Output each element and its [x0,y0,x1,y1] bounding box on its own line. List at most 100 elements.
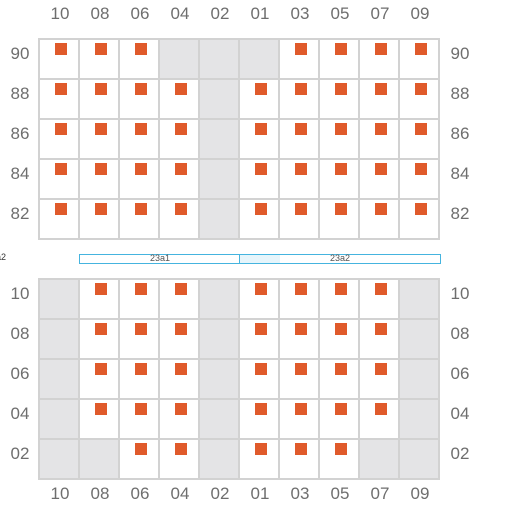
row-label: 04 [450,404,470,423]
unavailable-slot [200,120,240,160]
unavailable-slot [200,400,240,440]
occupied-slot[interactable] [360,120,400,160]
occupied-slot[interactable] [240,440,280,480]
occupied-slot[interactable] [160,280,200,320]
occupied-slot[interactable] [240,320,280,360]
occupied-slot[interactable] [160,360,200,400]
occupied-slot[interactable] [280,440,320,480]
occupied-slot[interactable] [280,160,320,200]
occupied-marker-icon [415,163,427,175]
occupied-slot[interactable] [120,40,160,80]
occupied-marker-icon [335,43,347,55]
occupied-slot[interactable] [240,120,280,160]
occupied-slot[interactable] [160,120,200,160]
occupied-slot[interactable] [280,360,320,400]
occupied-slot[interactable] [120,320,160,360]
occupied-slot[interactable] [160,400,200,440]
occupied-slot[interactable] [400,160,440,200]
occupied-slot[interactable] [160,160,200,200]
column-label: 02 [210,484,230,503]
occupied-marker-icon [135,163,147,175]
occupied-slot[interactable] [320,280,360,320]
column-label: 02 [210,4,230,23]
occupied-slot[interactable] [400,200,440,240]
occupied-slot[interactable] [280,400,320,440]
occupied-slot[interactable] [120,280,160,320]
occupied-slot[interactable] [40,40,80,80]
occupied-slot[interactable] [80,280,120,320]
occupied-slot[interactable] [160,80,200,120]
occupied-slot[interactable] [360,40,400,80]
occupied-slot[interactable] [160,200,200,240]
occupied-slot[interactable] [280,80,320,120]
occupied-marker-icon [255,363,267,375]
occupied-slot[interactable] [280,120,320,160]
occupied-slot[interactable] [360,160,400,200]
occupied-slot[interactable] [80,320,120,360]
occupied-slot[interactable] [240,280,280,320]
occupied-slot[interactable] [80,80,120,120]
row-label: 88 [10,84,30,103]
occupied-slot[interactable] [240,160,280,200]
occupied-slot[interactable] [80,400,120,440]
occupied-slot[interactable] [80,200,120,240]
occupied-slot[interactable] [120,160,160,200]
occupied-slot[interactable] [320,360,360,400]
occupied-slot[interactable] [280,280,320,320]
occupied-slot[interactable] [320,400,360,440]
occupied-slot[interactable] [80,360,120,400]
occupied-slot[interactable] [240,400,280,440]
occupied-slot[interactable] [160,440,200,480]
occupied-slot[interactable] [40,160,80,200]
occupied-slot[interactable] [240,80,280,120]
occupied-slot[interactable] [360,320,400,360]
occupied-marker-icon [375,323,387,335]
occupied-slot[interactable] [40,200,80,240]
occupied-marker-icon [55,203,67,215]
occupied-slot[interactable] [360,80,400,120]
occupied-slot[interactable] [320,120,360,160]
occupied-marker-icon [415,203,427,215]
occupied-slot[interactable] [320,320,360,360]
occupied-slot[interactable] [320,40,360,80]
occupied-slot[interactable] [360,200,400,240]
occupied-slot[interactable] [120,360,160,400]
occupied-slot[interactable] [320,160,360,200]
occupied-slot[interactable] [320,440,360,480]
occupied-slot[interactable] [240,360,280,400]
unavailable-slot [40,280,80,320]
occupied-slot[interactable] [400,80,440,120]
occupied-slot[interactable] [120,80,160,120]
occupied-slot[interactable] [360,400,400,440]
occupied-marker-icon [175,283,187,295]
occupied-slot[interactable] [120,400,160,440]
occupied-slot[interactable] [80,40,120,80]
occupied-slot[interactable] [400,120,440,160]
occupied-slot[interactable] [40,120,80,160]
occupied-slot[interactable] [320,80,360,120]
occupied-marker-icon [135,43,147,55]
occupied-slot[interactable] [160,320,200,360]
occupied-marker-icon [175,123,187,135]
occupied-slot[interactable] [280,40,320,80]
occupied-slot[interactable] [80,120,120,160]
occupied-slot[interactable] [40,80,80,120]
unavailable-slot [40,360,80,400]
occupied-slot[interactable] [120,120,160,160]
column-label: 01 [250,484,270,503]
occupied-slot[interactable] [120,200,160,240]
occupied-slot[interactable] [360,360,400,400]
unavailable-slot [200,40,240,80]
occupied-slot[interactable] [320,200,360,240]
occupied-slot[interactable] [240,200,280,240]
occupied-slot[interactable] [360,280,400,320]
occupied-slot[interactable] [280,320,320,360]
occupied-slot[interactable] [280,200,320,240]
occupied-slot[interactable] [80,160,120,200]
occupied-slot[interactable] [400,40,440,80]
row-label: 08 [10,324,30,343]
occupied-slot[interactable] [120,440,160,480]
row-label: 04 [10,404,30,423]
zone-23a1[interactable]: 23a1 [79,253,241,264]
zone-23a2[interactable]: 23a2 [239,253,441,264]
